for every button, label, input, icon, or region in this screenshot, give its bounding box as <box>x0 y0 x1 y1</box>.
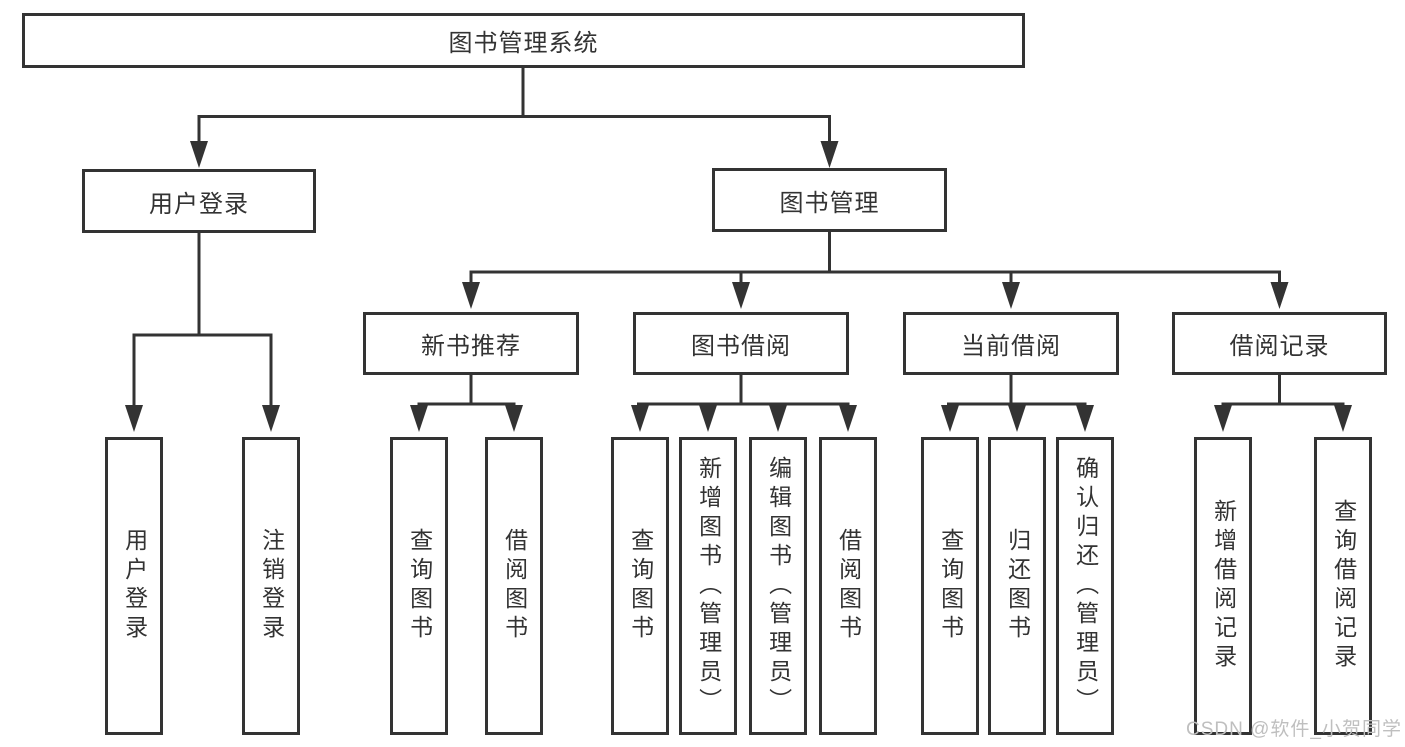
node-borrowing-records: 借阅记录 <box>1172 312 1387 375</box>
node-label: 新书推荐 <box>421 333 521 360</box>
node-label: 图书借阅 <box>691 333 791 360</box>
leaf-edit-books-admin: 编辑图书（管理员） <box>749 437 807 735</box>
leaf-label: 确认归还（管理员） <box>1072 455 1099 717</box>
node-label: 用户登录 <box>149 190 249 218</box>
node-user-login: 用户登录 <box>82 169 316 233</box>
leaf-borrow-books: 借阅图书 <box>819 437 877 735</box>
leaf-label: 注销登录 <box>258 528 285 644</box>
leaf-label: 新增图书（管理员） <box>695 455 722 717</box>
node-label: 图书管理 <box>779 189 880 217</box>
arrowhead-icon <box>732 282 750 309</box>
leaf-query-books-recommend: 查询图书 <box>390 437 448 735</box>
leaf-label: 编辑图书（管理员） <box>765 455 792 717</box>
leaf-user-login: 用户登录 <box>105 437 163 735</box>
arrowhead-icon <box>1214 405 1232 432</box>
node-label: 借阅记录 <box>1229 333 1330 360</box>
leaf-label: 用户登录 <box>121 528 148 644</box>
arrowhead-icon <box>820 141 839 168</box>
node-book-borrowing: 图书借阅 <box>633 312 849 375</box>
arrowhead-icon <box>1334 405 1352 432</box>
leaf-label: 查询图书 <box>406 528 433 644</box>
csdn-watermark: CSDN @软件_小贺同学 <box>1186 719 1402 740</box>
arrowhead-icon <box>190 141 208 168</box>
leaf-label: 借阅图书 <box>835 528 862 644</box>
arrowhead-icon <box>410 405 428 432</box>
leaf-label: 新增借阅记录 <box>1210 499 1237 673</box>
arrowhead-icon <box>505 405 523 432</box>
leaf-confirm-return-admin: 确认归还（管理员） <box>1056 437 1114 735</box>
arrowhead-icon <box>262 405 280 432</box>
leaf-label: 归还图书 <box>1004 528 1031 644</box>
leaf-borrow-books-recommend: 借阅图书 <box>485 437 543 735</box>
node-label: 当前借阅 <box>961 333 1061 360</box>
leaf-label: 查询借阅记录 <box>1330 499 1357 673</box>
leaf-query-borrow-record: 查询借阅记录 <box>1314 437 1372 735</box>
node-new-book-recommendation: 新书推荐 <box>363 312 579 375</box>
leaf-add-books-admin: 新增图书（管理员） <box>679 437 737 735</box>
node-current-borrowing: 当前借阅 <box>903 312 1119 375</box>
leaf-logout: 注销登录 <box>242 437 300 735</box>
leaf-label: 借阅图书 <box>501 528 528 644</box>
leaf-label: 查询图书 <box>627 528 654 644</box>
arrowhead-icon <box>462 282 480 309</box>
node-library-management-system: 图书管理系统 <box>22 13 1025 68</box>
leaf-query-books-current: 查询图书 <box>921 437 979 735</box>
arrowhead-icon <box>1270 282 1289 309</box>
leaf-add-borrow-record: 新增借阅记录 <box>1194 437 1252 735</box>
arrowhead-icon <box>631 405 649 432</box>
arrowhead-icon <box>839 405 857 432</box>
arrowhead-icon <box>1008 405 1026 432</box>
leaf-query-books-borrow: 查询图书 <box>611 437 669 735</box>
node-book-management: 图书管理 <box>712 168 947 232</box>
arrowhead-icon <box>1002 282 1020 309</box>
arrowhead-icon <box>1076 405 1094 432</box>
node-label: 图书管理系统 <box>448 30 599 57</box>
arrowhead-icon <box>125 405 143 432</box>
leaf-label: 查询图书 <box>937 528 964 644</box>
arrowhead-icon <box>769 405 787 432</box>
leaf-return-books: 归还图书 <box>988 437 1046 735</box>
arrowhead-icon <box>699 405 717 432</box>
arrowhead-icon <box>941 405 959 432</box>
